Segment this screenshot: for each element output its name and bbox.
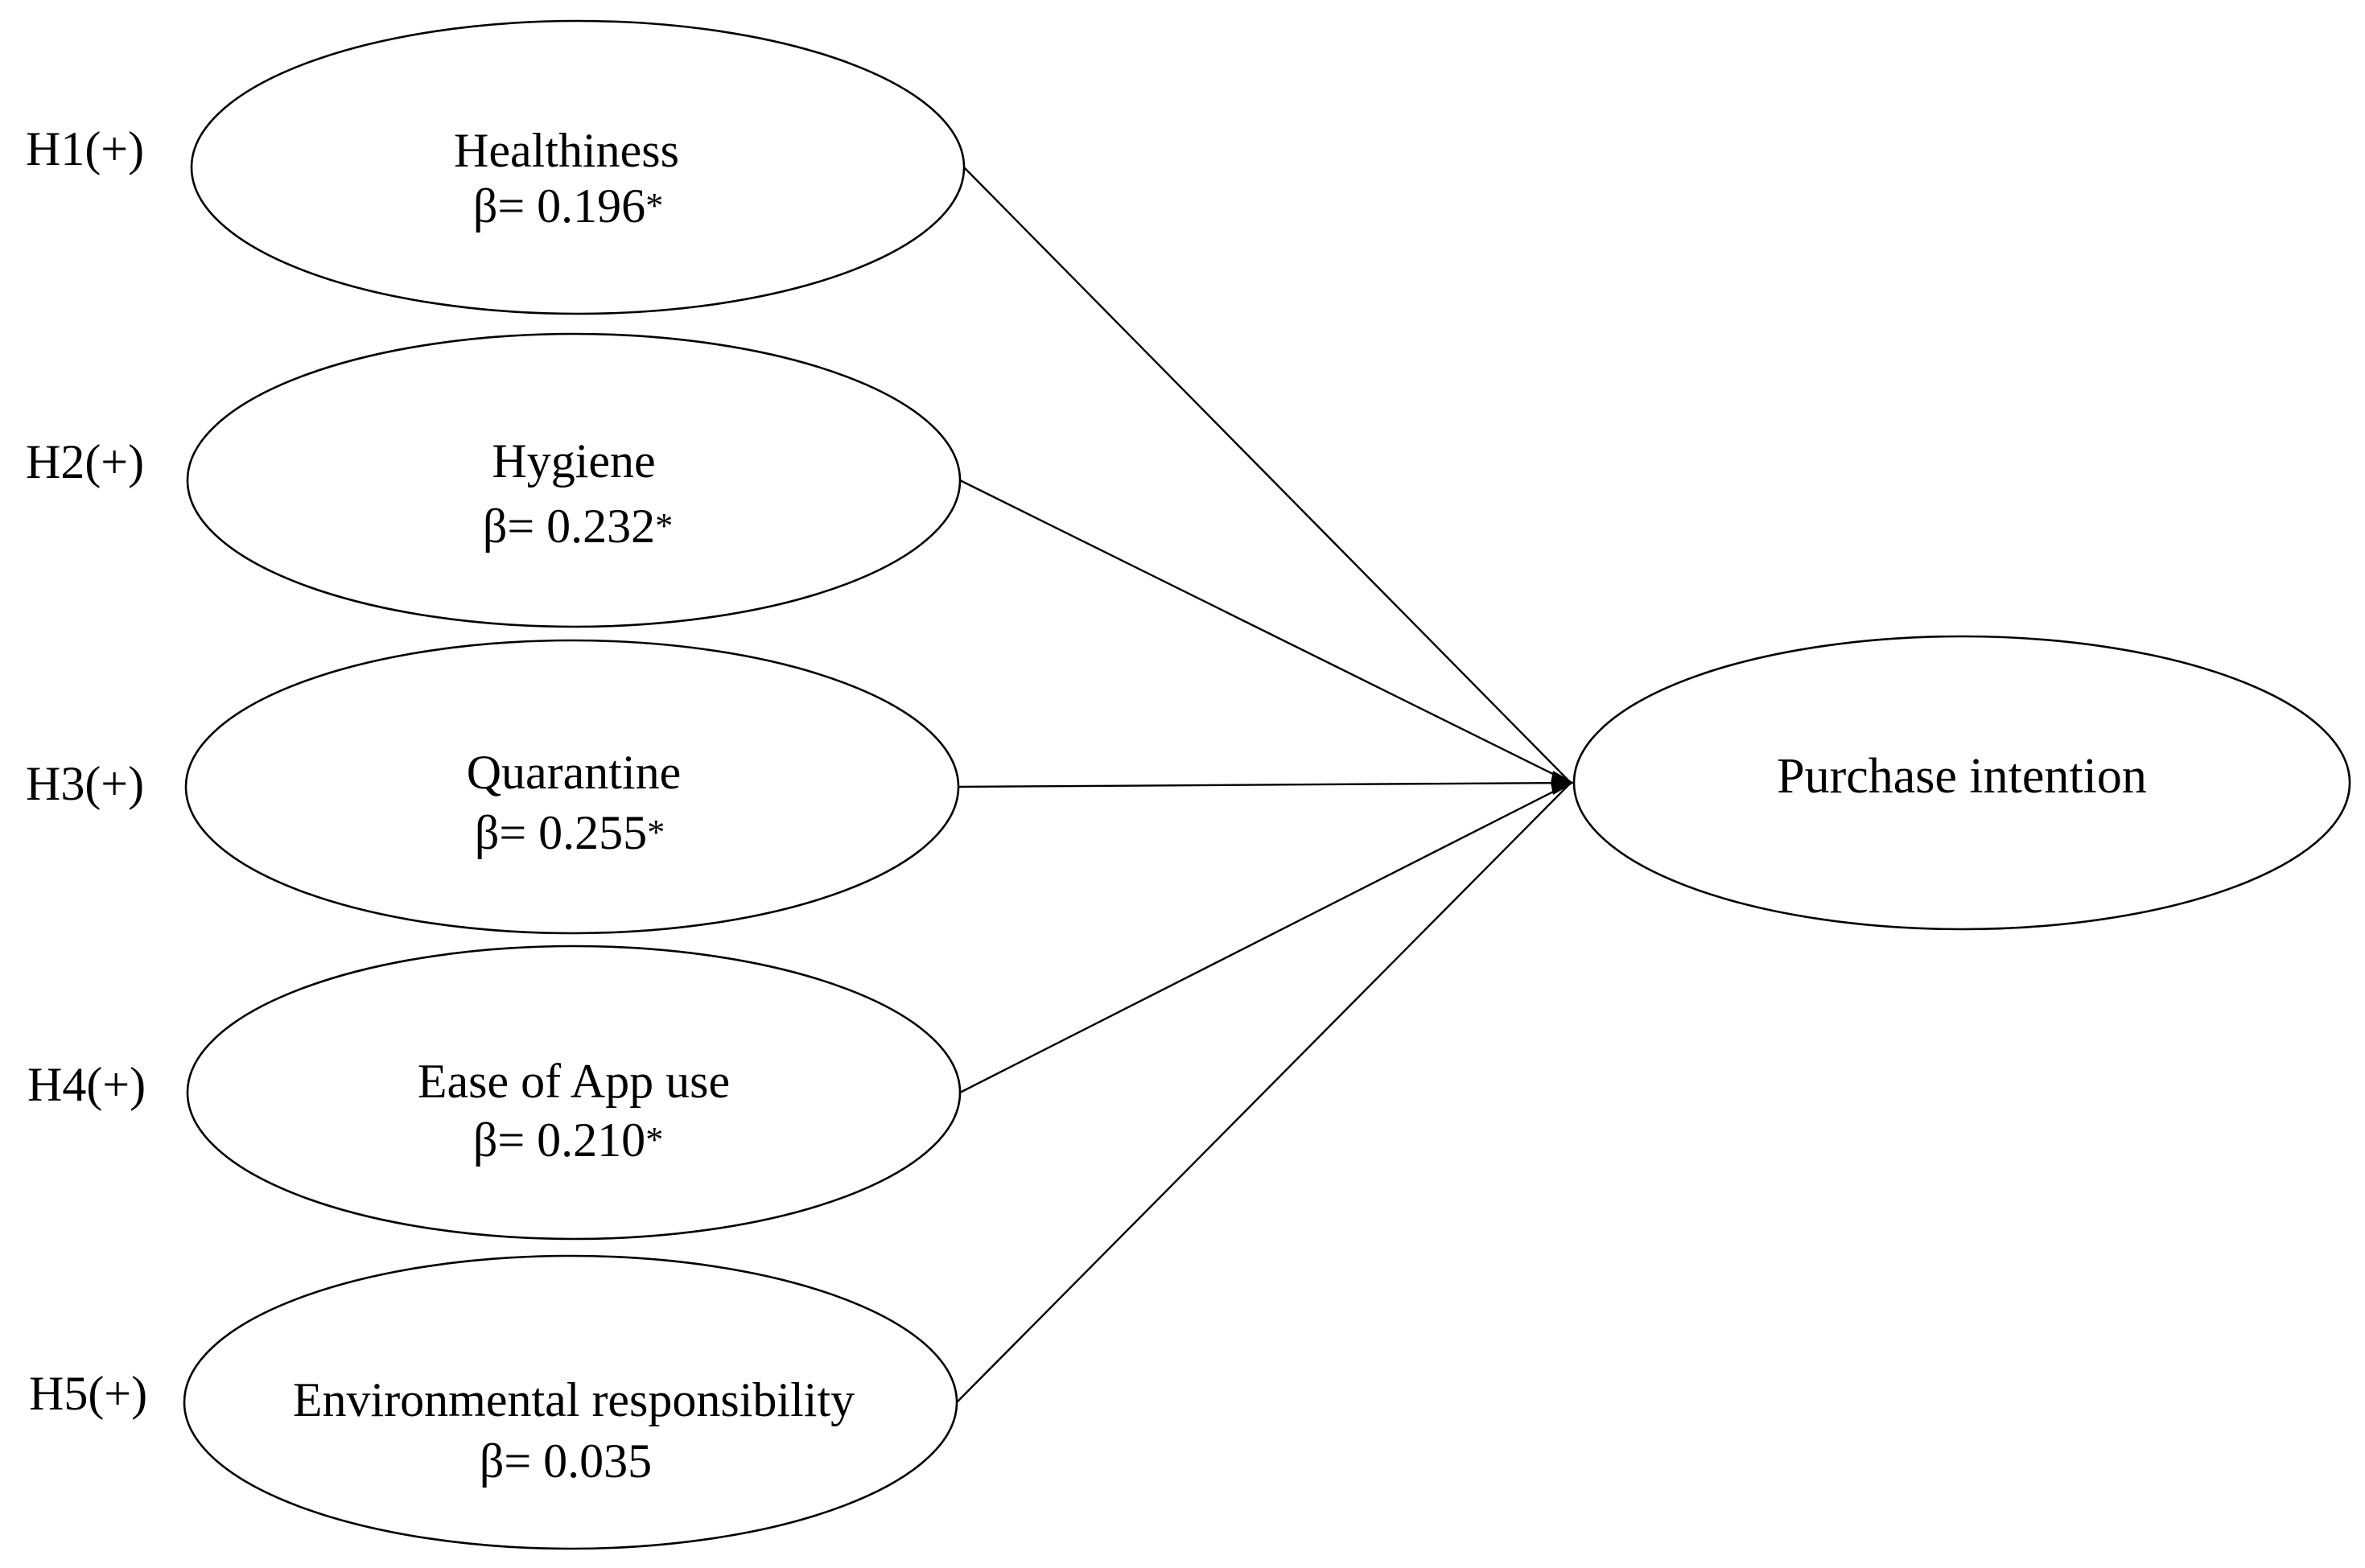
edge-quarantine-to-purchase-intention	[958, 781, 1572, 788]
hypothesis-label: H5(+)	[29, 1367, 147, 1420]
arrowhead	[1551, 771, 1574, 795]
predictor-beta: β= 0.255*	[475, 806, 665, 859]
outcome-name: Purchase intention	[1777, 749, 2147, 804]
outcome-node: Purchase intention	[1572, 635, 2351, 931]
predictor-name: Hygiene	[492, 434, 655, 488]
beta-value: β= 0.210	[473, 1113, 645, 1167]
predictor-ellipse	[190, 19, 966, 315]
predictor-beta: β= 0.210*	[473, 1113, 663, 1167]
edge-hygiene-to-purchase-intention	[959, 479, 1572, 784]
beta-value: β= 0.035	[480, 1434, 652, 1488]
outcome-ellipse	[1572, 635, 2351, 931]
predictor-node-4: Ease of App use β= 0.210* H4(+)	[27, 945, 962, 1241]
hypothesis-label: H2(+)	[26, 435, 144, 488]
predictor-beta: β= 0.035	[480, 1434, 652, 1488]
beta-value: β= 0.196	[473, 179, 645, 233]
predictor-ellipse	[183, 1254, 958, 1550]
significance-marker: *	[645, 186, 663, 225]
predictor-node-5: Environmental responsibility β= 0.035 H5…	[29, 1254, 958, 1550]
predictor-beta: β= 0.196*	[473, 179, 663, 233]
predictor-ellipse	[184, 639, 960, 935]
predictor-beta: β= 0.232*	[483, 500, 673, 553]
predictor-name: Ease of App use	[418, 1055, 730, 1108]
significance-marker: *	[655, 506, 673, 545]
predictor-ellipse	[186, 945, 962, 1241]
predictor-name: Environmental responsibility	[293, 1373, 855, 1426]
significance-marker: *	[645, 1120, 663, 1159]
edge-healthiness-to-purchase-intention	[963, 167, 1572, 784]
predictor-name: Healthiness	[454, 124, 679, 177]
predictor-node-1: Healthiness β= 0.196* H1(+)	[26, 19, 966, 315]
predictor-name: Quarantine	[467, 746, 682, 799]
predictor-ellipse	[186, 332, 962, 628]
hypothesis-label: H1(+)	[26, 122, 144, 175]
edge-environmental-responsibility-to-purchase-intention	[956, 782, 1572, 1403]
hypothesis-label: H3(+)	[26, 757, 144, 810]
predictor-node-3: Quarantine β= 0.255* H3(+)	[26, 639, 960, 935]
edges	[956, 167, 1574, 1403]
edge-ease-of-app-use-to-purchase-intention	[959, 781, 1572, 1094]
beta-value: β= 0.255	[475, 806, 647, 859]
hypothesis-label: H4(+)	[27, 1058, 146, 1111]
predictor-node-2: Hygiene β= 0.232* H2(+)	[26, 332, 962, 628]
beta-value: β= 0.232	[483, 500, 655, 553]
significance-marker: *	[647, 813, 665, 852]
